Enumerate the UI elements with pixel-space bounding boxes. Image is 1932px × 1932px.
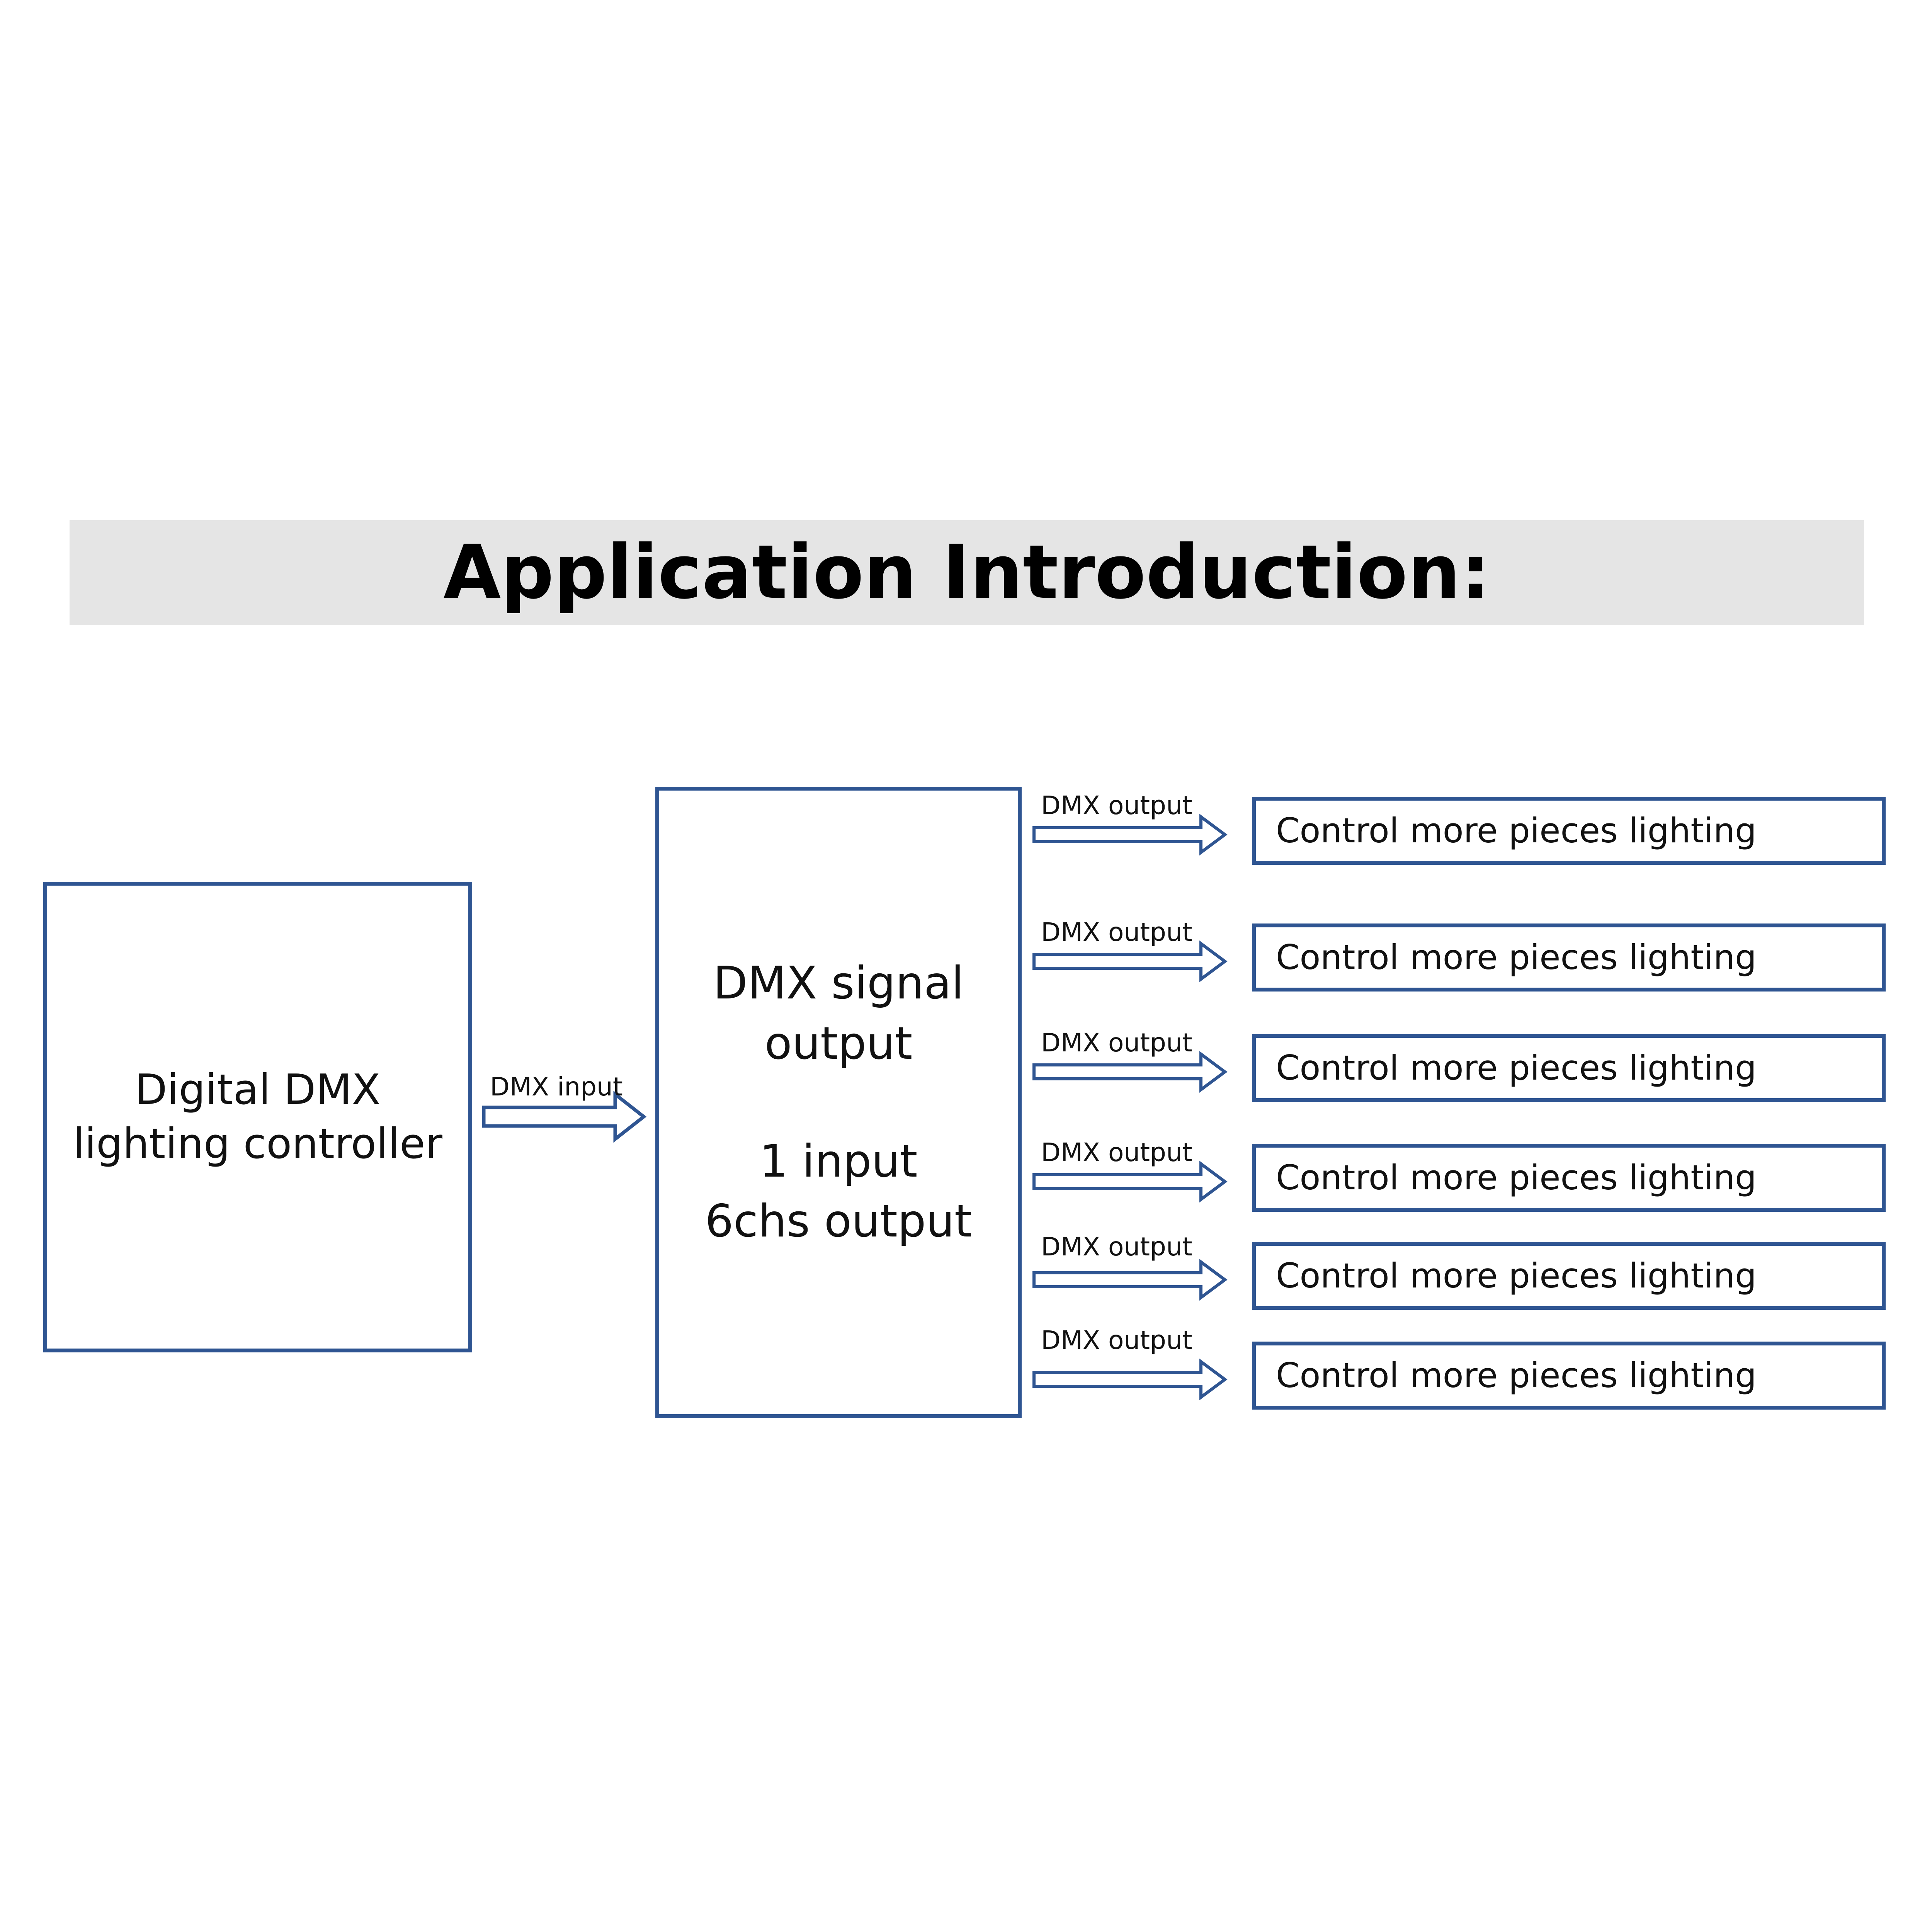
dmx-output-arrow (1032, 940, 1228, 982)
dmx-output-label: DMX output (1041, 1028, 1192, 1058)
lighting-output-box: Control more pieces lighting (1252, 923, 1886, 992)
lighting-output-label: Control more pieces lighting (1276, 1048, 1757, 1088)
output-arrows (1032, 814, 1228, 1400)
dmx-output-arrow (1032, 1359, 1228, 1400)
dmx-output-arrow (1032, 1051, 1228, 1093)
dmx-input-arrow (482, 1090, 647, 1143)
dmx-output-label: DMX output (1041, 791, 1192, 820)
lighting-output-label: Control more pieces lighting (1276, 937, 1757, 977)
controller-label-line2: lighting controller (73, 1120, 442, 1168)
splitter-label-line2: output (764, 1017, 913, 1070)
dmx-output-label: DMX output (1041, 917, 1192, 947)
dmx-splitter-box: DMX signal output 1 input 6chs output (655, 787, 1022, 1418)
dmx-output-label: DMX output (1041, 1232, 1192, 1262)
lighting-output-box: Control more pieces lighting (1252, 1342, 1886, 1410)
dmx-output-arrow (1032, 814, 1228, 855)
lighting-output-label: Control more pieces lighting (1276, 1255, 1757, 1296)
dmx-output-label: DMX output (1041, 1138, 1192, 1167)
lighting-output-box: Control more pieces lighting (1252, 1144, 1886, 1212)
controller-label-line1: Digital DMX (135, 1065, 381, 1114)
splitter-label-line3: 1 input (759, 1135, 918, 1187)
dmx-output-arrow (1032, 1259, 1228, 1301)
dmx-controller-box: Digital DMX lighting controller (43, 882, 472, 1352)
splitter-label-line4: 6chs output (705, 1195, 972, 1248)
page-title: Application Introduction: (443, 529, 1490, 616)
dmx-input-label: DMX input (490, 1072, 623, 1102)
lighting-output-label: Control more pieces lighting (1276, 810, 1757, 850)
lighting-output-box: Control more pieces lighting (1252, 797, 1886, 865)
lighting-output-box: Control more pieces lighting (1252, 1034, 1886, 1102)
title-bar: Application Introduction: (70, 520, 1864, 625)
lighting-output-label: Control more pieces lighting (1276, 1157, 1757, 1197)
dmx-output-arrow (1032, 1161, 1228, 1202)
lighting-output-label: Control more pieces lighting (1276, 1355, 1757, 1395)
controller-label: Digital DMX lighting controller (73, 1063, 442, 1172)
lighting-output-box: Control more pieces lighting (1252, 1242, 1886, 1310)
splitter-label-line1: DMX signal (713, 957, 964, 1010)
dmx-output-label: DMX output (1041, 1325, 1192, 1355)
